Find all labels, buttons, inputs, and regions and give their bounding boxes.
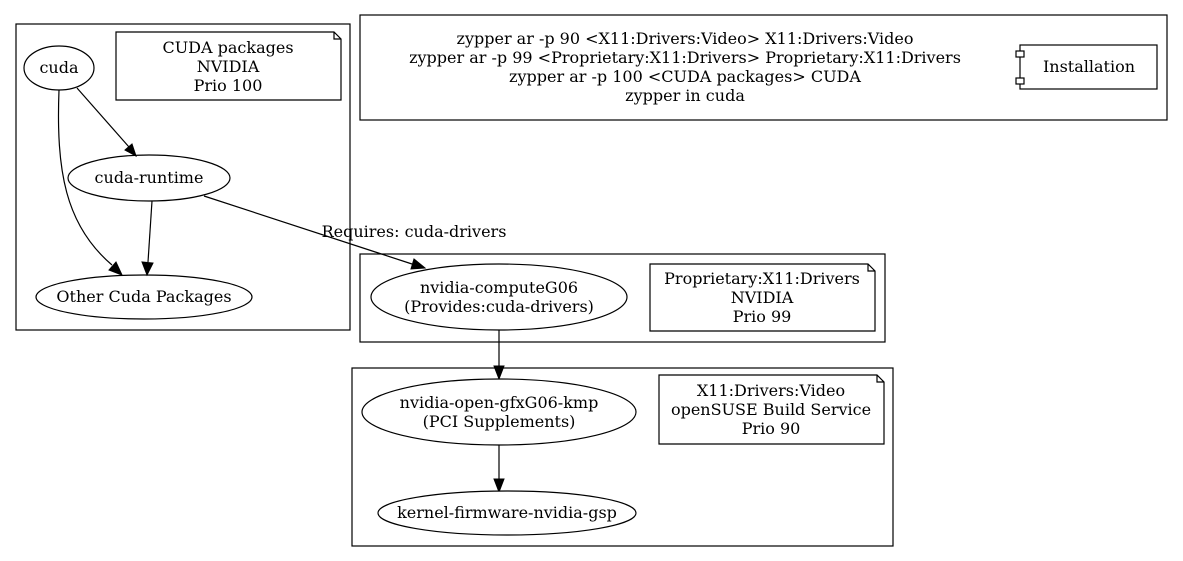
node-label: Other Cuda Packages [56,287,231,306]
repo-note-proprietary: Proprietary:X11:Drivers NVIDIA Prio 99 [649,263,876,332]
arrowhead [108,261,123,276]
node-nvidia-kmp[interactable]: nvidia-open-gfxG06-kmp (PCI Supplements) [361,378,637,446]
edge-cuda-to-runtime [76,87,137,158]
cluster-x11-border [351,367,894,547]
repo-note-cuda: CUDA packages NVIDIA Prio 100 [115,31,342,101]
edge-line [76,87,130,148]
repo-vendor: NVIDIA [731,288,794,307]
node-shape [67,154,231,202]
install-command-3: zypper ar -p 100 <CUDA packages> CUDA [509,67,861,86]
install-command-4: zypper in cuda [625,86,745,105]
node-kernel-firmware[interactable]: kernel-firmware-nvidia-gsp [377,490,637,536]
edge-line [57,89,113,266]
repo-priority: Prio 99 [733,307,792,326]
edge-compute-to-kmp [493,330,505,381]
node-label-line-2: (Provides:cuda-drivers) [404,297,594,316]
note-shape [658,374,885,445]
arrowhead [141,261,154,277]
arrowhead [493,478,505,494]
edge-kmp-to-firmware [493,445,505,494]
repo-vendor: openSUSE Build Service [671,400,871,419]
edge-runtime-to-other [141,200,154,277]
install-command-2: zypper ar -p 99 <Proprietary:X11:Drivers… [409,48,961,67]
note-shape [115,31,342,101]
repo-vendor: NVIDIA [197,57,260,76]
node-cuda-runtime[interactable]: cuda-runtime [67,154,231,202]
node-label: cuda-runtime [95,168,204,187]
component-label: Installation [1043,57,1135,76]
cluster-x11-video: X11:Drivers:Video openSUSE Build Service… [351,367,894,547]
node-cuda[interactable]: cuda [23,45,95,91]
edge-cuda-to-other [57,89,123,276]
node-label: kernel-firmware-nvidia-gsp [397,503,617,522]
node-shape [35,274,253,320]
node-label-line-1: nvidia-open-gfxG06-kmp [400,393,599,412]
component-tab-bottom [1015,77,1025,85]
install-command-1: zypper ar -p 90 <X11:Drivers:Video> X11:… [457,29,914,48]
node-nvidia-compute[interactable]: nvidia-computeG06 (Provides:cuda-drivers… [370,263,628,331]
repo-name: CUDA packages [162,38,293,57]
edge-label-requires: Requires: cuda-drivers [322,222,507,241]
arrowhead [410,258,427,270]
node-label: cuda [39,58,79,77]
edge-line [147,200,153,263]
component-shape [1019,44,1158,90]
repo-priority: Prio 90 [742,419,801,438]
edge-line [203,195,413,265]
repo-name: Proprietary:X11:Drivers [664,269,860,288]
node-label-line-1: nvidia-computeG06 [420,278,578,297]
node-other-cuda-packages[interactable]: Other Cuda Packages [35,274,253,320]
component-tab-top [1015,50,1025,58]
installation-component[interactable]: Installation [1015,44,1158,90]
cluster-cuda-border [15,23,351,331]
edge-runtime-requires-compute: Requires: cuda-drivers [203,195,507,270]
cluster-cuda: CUDA packages NVIDIA Prio 100 cuda cuda-… [15,23,351,331]
repo-name: X11:Drivers:Video [697,381,845,400]
arrowhead [124,143,137,158]
arrowhead [493,365,505,381]
cluster-proprietary: Proprietary:X11:Drivers NVIDIA Prio 99 n… [359,253,886,343]
repo-note-x11-video: X11:Drivers:Video openSUSE Build Service… [658,374,885,445]
cluster-proprietary-border [359,253,886,343]
installation-border [359,14,1168,121]
node-label-line-2: (PCI Supplements) [423,412,576,431]
node-shape [377,490,637,536]
repo-priority: Prio 100 [194,76,263,95]
note-shape [649,263,876,332]
installation-panel: zypper ar -p 90 <X11:Drivers:Video> X11:… [359,14,1168,121]
